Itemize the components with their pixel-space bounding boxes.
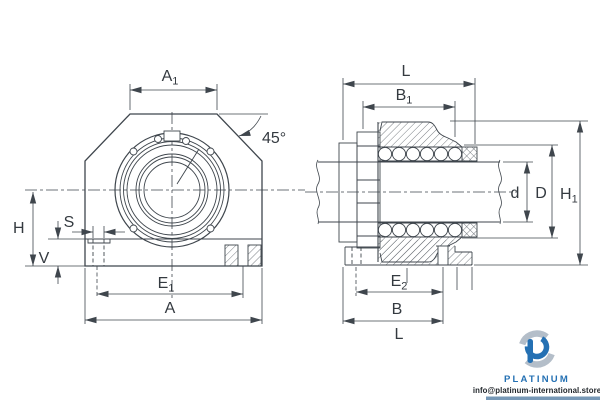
housing-outline	[84, 113, 263, 267]
dimension-b-l	[342, 267, 443, 325]
dim-label-l-bottom: L	[395, 326, 404, 343]
dimension-a	[84, 268, 263, 324]
contact-email: info@platinum-international.store	[473, 386, 600, 395]
shaft	[316, 159, 502, 225]
dim-label-e2: E2	[391, 273, 408, 293]
side-base	[344, 245, 473, 266]
dim-label-a1: A1	[162, 68, 179, 88]
front-view	[25, 84, 305, 324]
dimension-l-top	[342, 78, 476, 144]
brand-name: PLATINUM	[504, 374, 570, 385]
footer-accent-bar	[486, 396, 600, 400]
dim-label-45: 45°	[262, 130, 286, 147]
dim-label-dd: D	[535, 185, 547, 202]
dim-label-v: V	[39, 250, 50, 267]
dim-label-s: S	[64, 214, 75, 231]
dimension-angle-45	[219, 113, 268, 137]
dim-label-b: B	[392, 301, 403, 318]
platinum-logo-icon	[518, 330, 556, 368]
dimension-h1	[450, 120, 588, 266]
dim-label-e1: E1	[158, 275, 175, 295]
dim-label-h: H	[13, 220, 25, 237]
dim-label-h1: H1	[560, 186, 578, 206]
front-centerlines	[25, 112, 305, 300]
collar-and-end-ring	[338, 131, 381, 249]
watermark: PLATINUM info@platinum-international.sto…	[473, 330, 600, 400]
dimension-a1	[129, 84, 218, 110]
dim-label-l-top: L	[402, 63, 411, 80]
dimension-d	[503, 161, 533, 223]
dimension-v	[48, 221, 85, 284]
dim-label-d: d	[511, 185, 520, 202]
dimension-e1	[96, 266, 244, 298]
base-details	[85, 238, 262, 267]
grease-fitting	[154, 130, 190, 145]
ball-rows	[377, 146, 477, 238]
dimension-b1	[362, 101, 456, 137]
dim-label-a: A	[165, 300, 176, 317]
dimension-dd	[462, 144, 558, 239]
dimension-s	[72, 226, 125, 238]
bearing-circles	[114, 132, 230, 248]
seals	[461, 146, 478, 238]
dimension-e2	[355, 267, 473, 324]
side-view	[305, 78, 588, 325]
dim-label-b1: B1	[396, 87, 413, 107]
leader-line	[176, 148, 200, 185]
